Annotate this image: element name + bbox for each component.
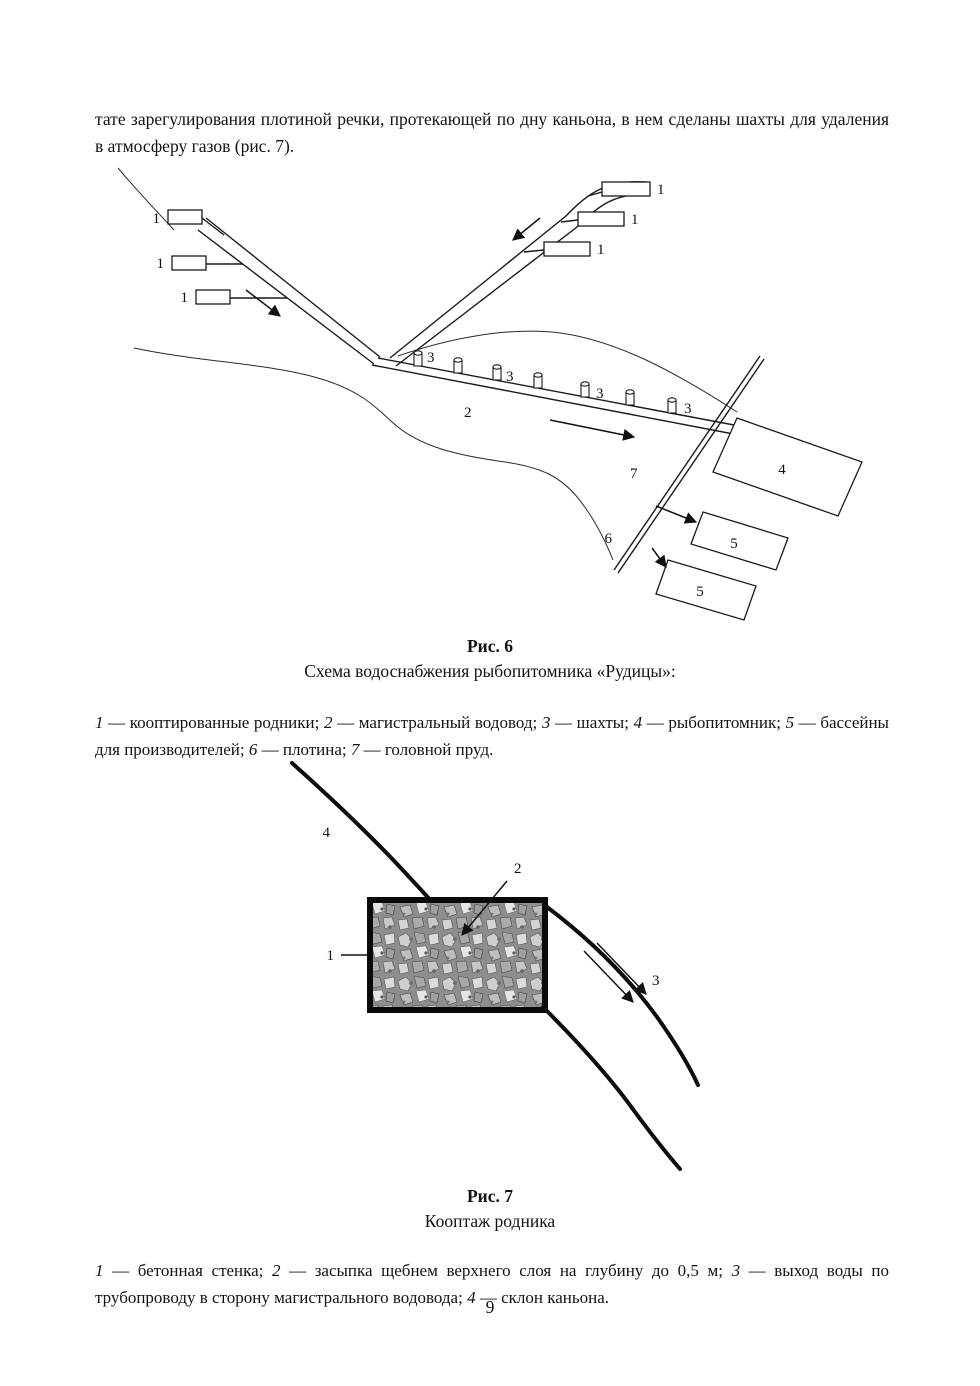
shaft-label: 3	[596, 386, 604, 402]
basin-label: 5	[696, 584, 704, 600]
spring-box	[167, 209, 203, 225]
intro-paragraph: тате зарегулирования плотиной речки, про…	[95, 108, 889, 156]
legend-text: — магистральный водовод;	[332, 713, 542, 732]
channel-line-lower	[541, 1005, 682, 1171]
fig7-diagram: 4 2 1 3	[290, 761, 700, 1171]
spring-label: 1	[631, 212, 639, 228]
left-pipe	[197, 217, 381, 365]
legend-num: 2	[272, 1261, 281, 1280]
shaft-cylinder	[492, 364, 502, 381]
main-conduit	[371, 357, 751, 437]
legend-num: 1	[95, 713, 104, 732]
arrow-to-basin	[651, 547, 667, 568]
legend-text: — шахты;	[550, 713, 634, 732]
water-outlet-label: 3	[652, 973, 660, 989]
legend-num: 3	[541, 713, 551, 732]
canyon-slope-label: 4	[323, 825, 331, 841]
legend-num: 6	[248, 740, 258, 759]
hatchery-label: 4	[778, 462, 786, 478]
shaft-label: 3	[427, 350, 435, 366]
legend-num: 7	[350, 740, 360, 759]
legend-text: — засыпка щебнем верхнего слоя на глубин…	[280, 1261, 732, 1280]
gravel-fill-leader	[461, 880, 508, 936]
shaft-cylinder	[625, 389, 635, 406]
spring-label: 1	[157, 256, 165, 272]
legend-text: — бассейны для производителей;	[95, 713, 889, 759]
legend-text: — бетонная стенка;	[103, 1261, 273, 1280]
legend-text: — выход воды по трубопроводу в сторону м…	[95, 1261, 889, 1307]
legend-num: 1	[95, 1261, 104, 1280]
legend-num: 5	[785, 713, 795, 732]
pond-label: 7	[630, 466, 638, 482]
flow-arrow-right-pipe	[512, 217, 541, 241]
dam-label: 6	[605, 531, 613, 547]
shaft-cylinder	[533, 372, 543, 389]
flow-arrow-conduit	[549, 419, 636, 441]
wall-label: 1	[327, 948, 335, 964]
legend-text: — плотина;	[257, 740, 351, 759]
hatchery-outline	[712, 417, 863, 517]
spring-box	[577, 211, 625, 227]
arrow-to-basin	[655, 505, 698, 524]
spring-boxes-right	[523, 181, 651, 257]
legend-text: — головной пруд.	[359, 740, 494, 759]
legend-num: 4	[467, 1288, 476, 1307]
spring-box	[195, 289, 231, 305]
shaft-cylinder	[580, 381, 590, 398]
basin-outline	[690, 511, 789, 571]
spring-label: 1	[657, 182, 665, 198]
shaft-cylinder	[413, 350, 423, 367]
terrain-line-upper-left	[117, 167, 175, 231]
fig7-caption-title: Рис. 7	[466, 1186, 514, 1206]
basin-outline	[655, 559, 757, 621]
outlet-flow-arrow	[583, 950, 634, 1003]
legend-num: 3	[731, 1261, 741, 1280]
spring-box	[171, 255, 207, 271]
shaft-label: 3	[506, 369, 514, 385]
flow-arrow-left-pipe	[245, 289, 281, 317]
spring-box	[601, 181, 651, 197]
shaft-cylinders	[413, 350, 677, 414]
fig6-legend: 1 — кооптированные родники; 2 — магистра…	[95, 709, 889, 763]
spring-label: 1	[181, 290, 189, 306]
legend-num: 2	[324, 713, 333, 732]
spring-boxes-left	[167, 209, 287, 305]
pond-terrain-line	[397, 330, 738, 413]
right-pipe	[389, 181, 651, 367]
legend-text: — кооптированные родники;	[103, 713, 324, 732]
channel-line-upper	[545, 905, 700, 1087]
shaft-cylinder	[453, 357, 463, 374]
dam	[613, 355, 765, 574]
spring-label: 1	[597, 242, 605, 258]
legend-num: 4	[633, 713, 643, 732]
shaft-cylinder	[667, 397, 677, 414]
shaft-label: 3	[684, 401, 692, 417]
legend-text: — склон каньона.	[475, 1288, 609, 1307]
spring-label: 1	[153, 211, 161, 227]
basin-label: 5	[730, 536, 738, 552]
fig6-caption-title: Рис. 6	[466, 636, 514, 656]
page-number: 9	[485, 1297, 495, 1317]
legend-text: — рыбопитомник;	[642, 713, 786, 732]
fig6-caption-subtitle: Схема водоснабжения рыбопитомника «Рудиц…	[304, 661, 676, 681]
capping-box	[367, 897, 548, 1013]
river-line	[133, 347, 614, 561]
canyon-slope-line	[290, 761, 435, 905]
conduit-label: 2	[464, 405, 472, 421]
spring-box	[543, 241, 591, 257]
gravel-fill-label: 2	[514, 861, 522, 877]
outlet-flow-arrow	[596, 942, 647, 995]
fig7-legend: 1 — бетонная стенка; 2 — засыпка щебнем …	[95, 1257, 889, 1311]
fig6-diagram: 1 1 1 1 1 1 3 3 3 3 2 7 6	[117, 167, 863, 621]
fig7-caption-subtitle: Кооптаж родника	[424, 1211, 556, 1231]
